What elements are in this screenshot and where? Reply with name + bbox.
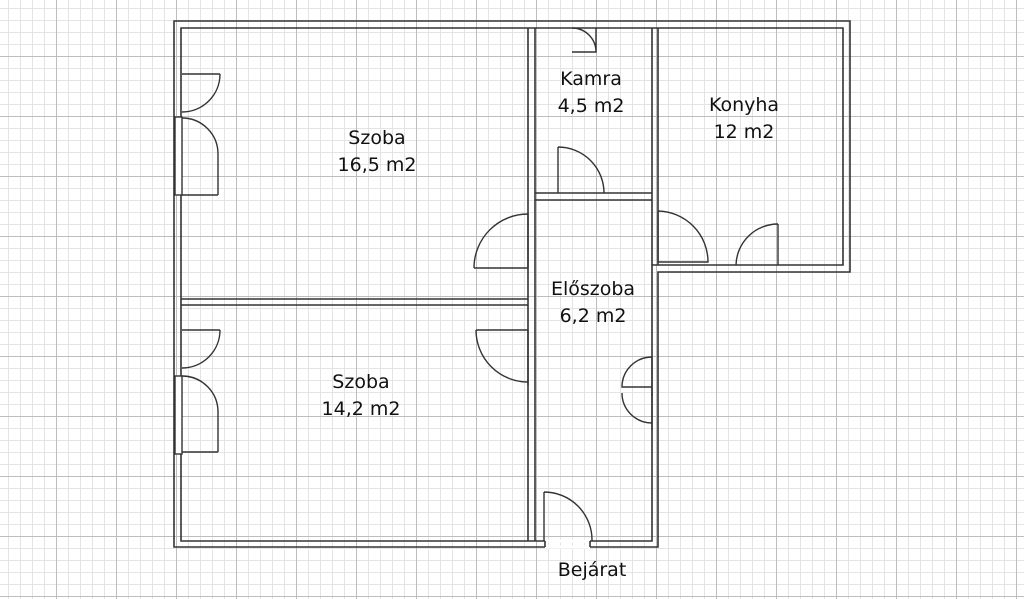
door-icon [557, 146, 605, 194]
room-area: 12 m2 [713, 121, 775, 143]
casement-icon [181, 329, 221, 369]
door-icon [571, 27, 597, 53]
room-label-konyha: Konyha 12 m2 [709, 92, 779, 146]
wall-kamra-eloszoba [535, 192, 652, 201]
room-area: 14,2 m2 [321, 398, 401, 420]
casement-icon [621, 356, 653, 396]
entrance-label: Bejárat [557, 559, 627, 581]
room-area: 16,5 m2 [337, 154, 417, 176]
door-icon [735, 223, 779, 266]
wall-szoba-divider [181, 298, 528, 306]
entrance-door-icon [543, 491, 593, 542]
room-name: Előszoba [550, 278, 636, 300]
windows [174, 116, 183, 455]
window-bottom-left [174, 375, 183, 455]
door-icon [657, 210, 709, 263]
room-label-eloszoba: Előszoba 6,2 m2 [551, 276, 635, 330]
room-area: 6,2 m2 [559, 305, 627, 327]
walls [173, 20, 851, 548]
doors [181, 27, 779, 542]
room-label-szoba-bottom: Szoba 14,2 m2 [322, 369, 401, 423]
door-icon [473, 213, 529, 269]
room-name: Kamra [560, 68, 622, 90]
room-label-kamra: Kamra 4,5 m2 [558, 66, 625, 120]
casement-icon [181, 117, 219, 196]
wall-kamra-left [527, 28, 536, 541]
room-name: Szoba [348, 127, 406, 149]
outer-wall [173, 20, 851, 548]
room-label-szoba-top: Szoba 16,5 m2 [338, 125, 417, 179]
window-top-left [174, 116, 183, 196]
casement-icon [621, 392, 653, 430]
entrance-opening [545, 539, 590, 549]
casement-icon [181, 73, 221, 113]
door-icon [475, 329, 529, 385]
room-name: Konyha [708, 94, 780, 116]
casement-icon [181, 375, 219, 453]
room-name: Szoba [332, 371, 390, 393]
room-area: 4,5 m2 [557, 95, 625, 117]
